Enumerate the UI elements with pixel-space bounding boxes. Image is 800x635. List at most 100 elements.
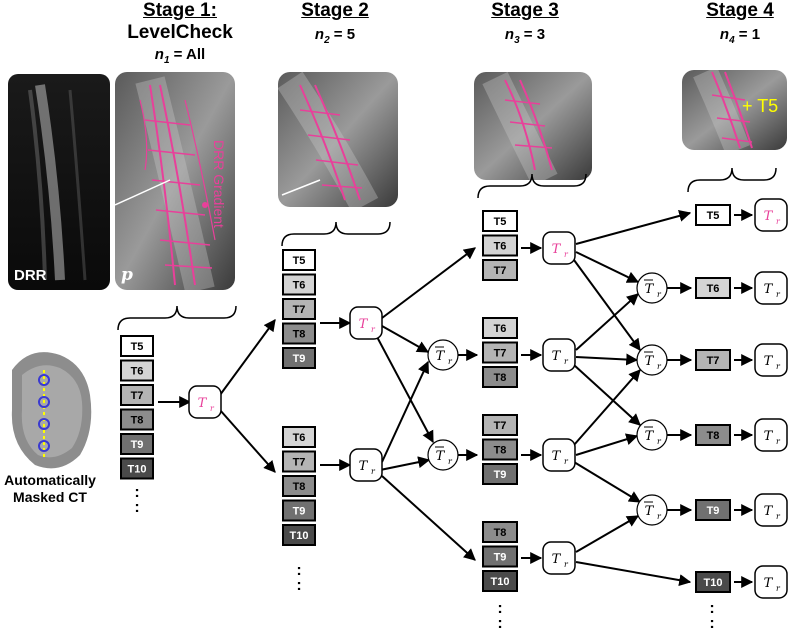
transform-symbol: T (198, 396, 208, 411)
stage3-g1-level-T6: T6 (482, 317, 518, 339)
level-box (282, 524, 316, 546)
level-label: T5 (494, 216, 507, 228)
level-label: T7 (707, 355, 720, 367)
level-box (482, 414, 518, 436)
stage3-g3-level-T8: T8 (482, 521, 518, 543)
level-box (695, 204, 731, 226)
stage1-to-stage2-top (219, 319, 276, 396)
stage1-to-stage2-bottom (219, 409, 276, 473)
level-box (482, 463, 518, 485)
transform-symbol: T (645, 282, 655, 297)
level-box (482, 341, 518, 364)
level-label: T9 (494, 469, 507, 481)
transform-subscript: r (564, 357, 569, 366)
transform-subscript: r (448, 457, 453, 466)
level-box (482, 438, 518, 461)
level-box (482, 234, 518, 257)
stage1-level-T10: T10 (120, 457, 154, 480)
transform-subscript: r (657, 290, 662, 299)
stage2-ellipsis: : (296, 562, 301, 579)
level-label: T7 (494, 420, 507, 432)
stage1-level-T6: T6 (120, 359, 154, 382)
stage1-n-label: n1 = All (154, 46, 206, 66)
transform-node-shape (542, 541, 576, 575)
level-box (482, 521, 518, 543)
s3t3-to-T10 (575, 561, 692, 587)
stage2-g0-level-T8: T8 (282, 322, 316, 345)
stage2-g0-level-T6: T6 (282, 273, 316, 296)
stage2-g1-level-T8: T8 (282, 475, 316, 497)
transform-symbol: T (764, 282, 774, 297)
stage2-g1-level-T6: T6 (282, 426, 316, 448)
stage3-brace (477, 173, 587, 199)
stage1-level-T9: T9 (120, 433, 154, 455)
stage3-ellipsis: : (497, 600, 502, 617)
stage4-level-T6: T6 (695, 277, 731, 299)
level-box (120, 359, 154, 382)
s3t1-to-m0 (575, 293, 639, 351)
level-label: T6 (131, 366, 144, 378)
level-box (482, 259, 518, 281)
stage1-level-T5: T5 (120, 335, 154, 357)
level-box (695, 499, 731, 521)
transform-subscript: r (210, 404, 215, 413)
stage2-g1-level-T10: T10 (282, 524, 316, 546)
transform-symbol: T (645, 429, 655, 444)
level-box (120, 457, 154, 480)
level-box (282, 347, 316, 369)
stage3-g3-level-T10: T10 (482, 570, 518, 592)
transform-node-shape (542, 438, 576, 472)
stage1-brace (117, 305, 237, 331)
level-box (695, 277, 731, 299)
s3t0-to-m1 (573, 259, 641, 351)
stage2-g1-level-T7: T7 (282, 450, 316, 473)
transform-symbol: T (552, 552, 562, 567)
transform-symbol: T (645, 504, 655, 519)
s3t2-to-m3 (573, 461, 642, 503)
stage4-image (682, 70, 787, 150)
level-label: T8 (494, 527, 507, 539)
transform-symbol: T (764, 354, 774, 369)
level-label: T8 (131, 415, 144, 427)
stage2-image (278, 72, 398, 207)
transform-subscript: r (776, 512, 781, 521)
level-box (282, 499, 316, 522)
level-label: T6 (707, 283, 720, 295)
level-box (482, 317, 518, 339)
level-label: T7 (131, 390, 144, 402)
stage4-ellipsis-2: : (709, 615, 714, 632)
level-label: T10 (290, 530, 309, 542)
stage2-g0-level-T5: T5 (282, 249, 316, 271)
stage3-image (474, 72, 592, 180)
level-box (120, 433, 154, 455)
stage4-level-T5: T5 (695, 204, 731, 226)
transform-subscript: r (448, 357, 453, 366)
level-box (120, 384, 154, 406)
level-label: T8 (494, 372, 507, 384)
transform-node-shape (349, 448, 383, 482)
stage4-n-label: n4 = 1 (719, 26, 761, 46)
stage2-n-label: n2 = 5 (314, 26, 356, 46)
transform-node-shape (754, 271, 788, 305)
stage4-level-T10: T10 (695, 571, 731, 593)
level-label: T9 (131, 439, 144, 451)
level-box (695, 349, 731, 371)
stage1-ellipsis-2: : (134, 499, 139, 516)
level-label: T9 (293, 353, 306, 365)
stage1-ellipsis: : (134, 484, 139, 501)
drr-gradient-label: DRR Gradient (211, 140, 227, 228)
stage3-g2-level-T8: T8 (482, 438, 518, 461)
level-label: T8 (293, 329, 306, 341)
stage3-g0-level-T7: T7 (482, 259, 518, 281)
s3t2-to-m2 (575, 433, 639, 456)
